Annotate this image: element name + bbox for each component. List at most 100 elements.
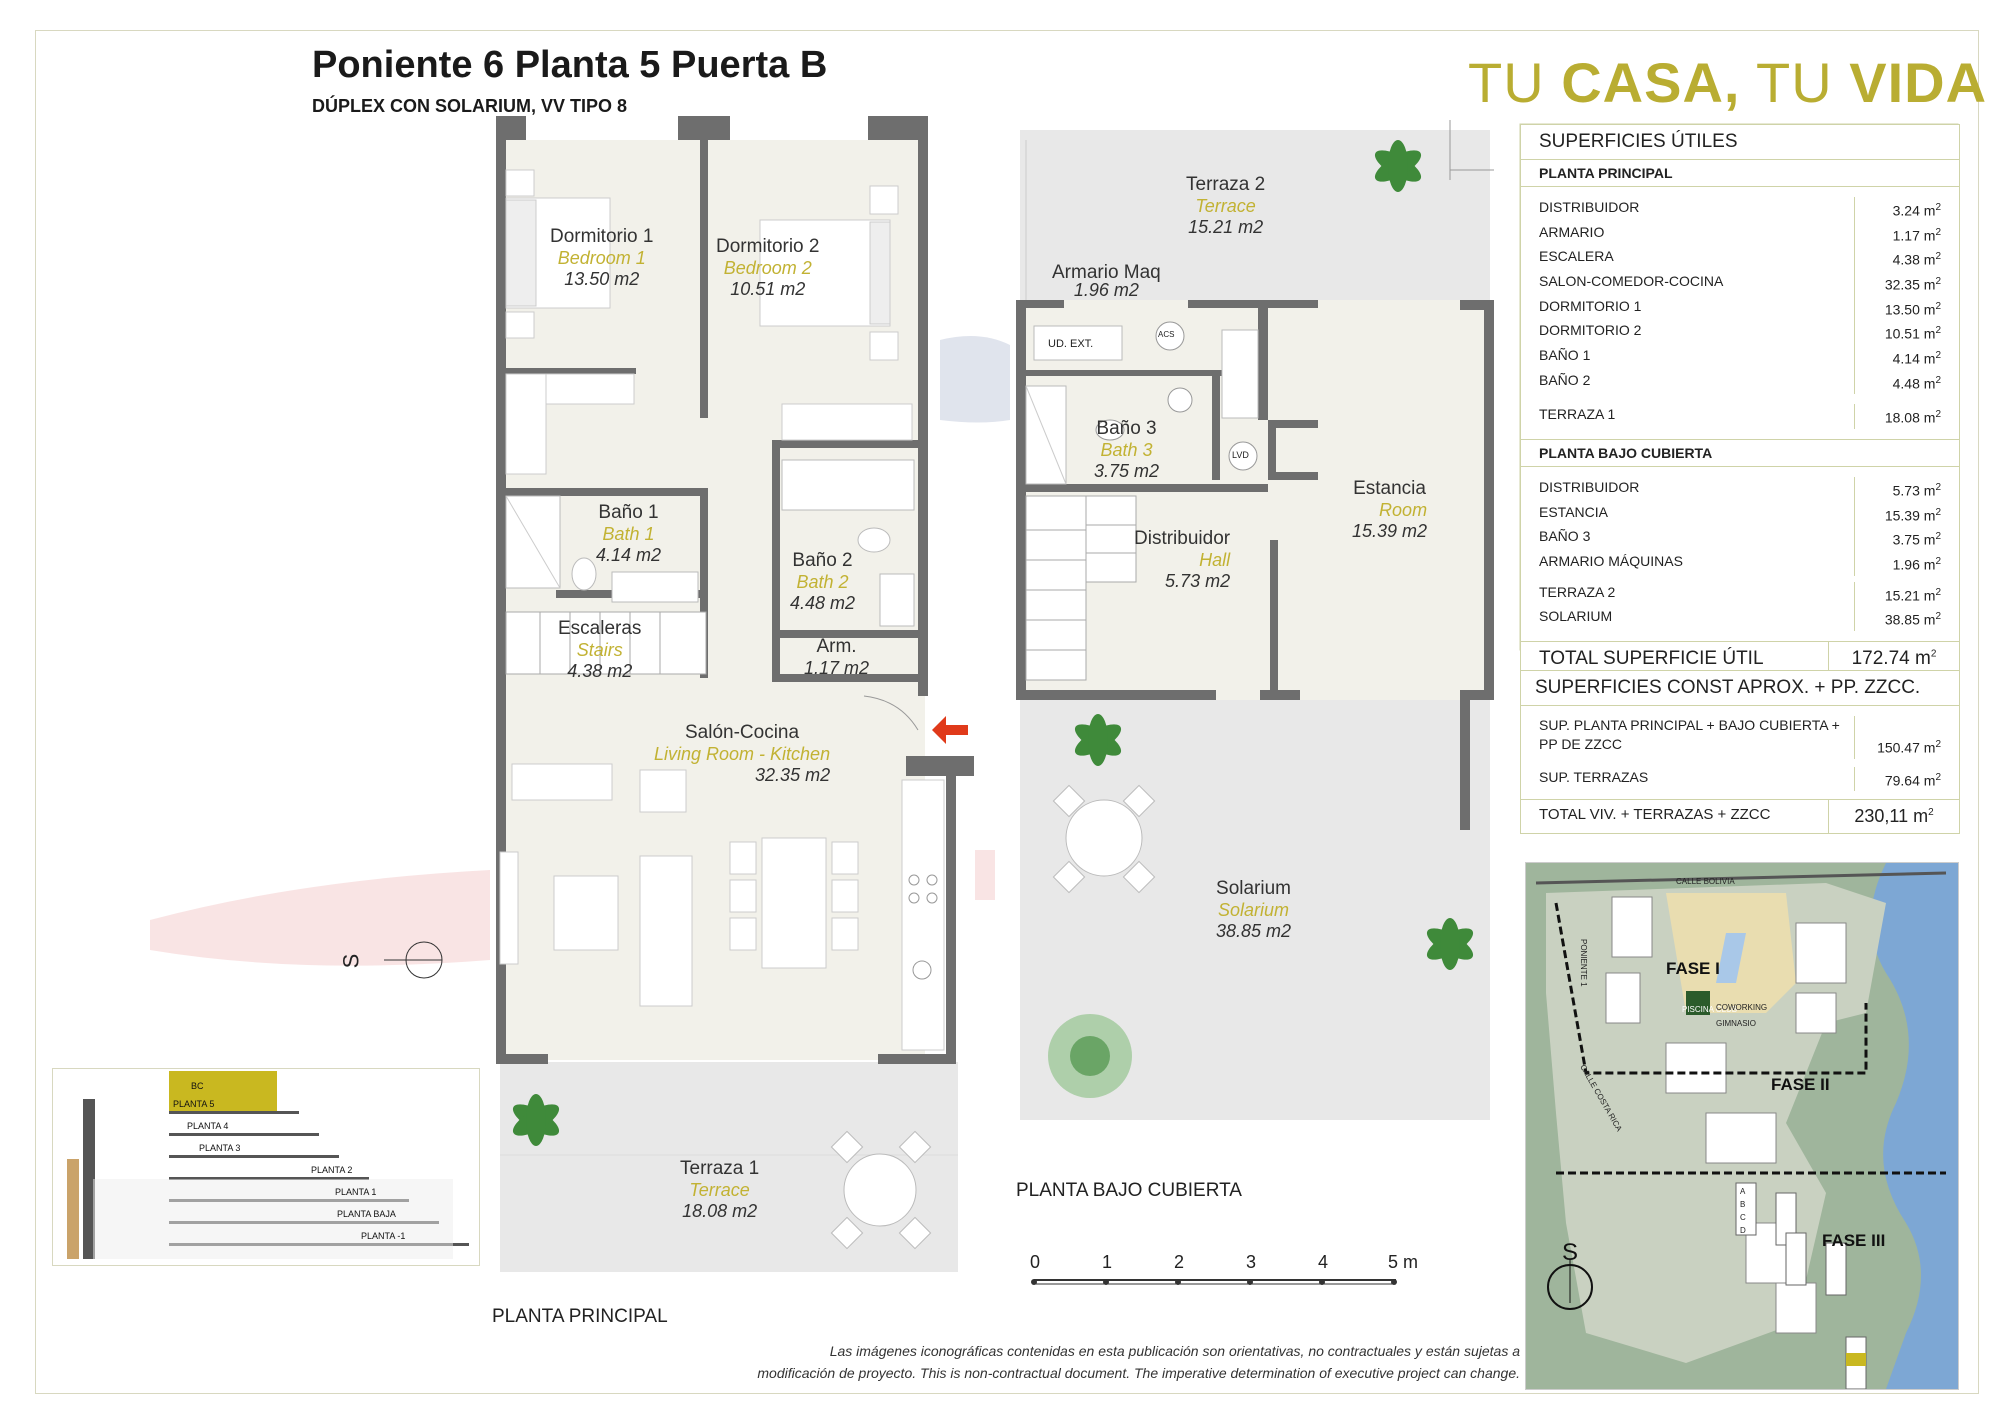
disclaimer: Las imágenes iconográficas contenidas en…: [757, 1343, 1520, 1381]
table-row: TERRAZA 1 18.08 m2: [1521, 404, 1959, 429]
map-coworking: COWORKING: [1716, 1003, 1768, 1012]
map-piscina: PISCINA CLUB: [1682, 1005, 1738, 1014]
page-frame: [35, 30, 1979, 1394]
utiles-total-value: 172.74 m2: [1828, 641, 1959, 676]
room-terraza-1: Terraza 1 Terrace 18.08 m2: [680, 1158, 760, 1221]
row-value: 10.51 m2: [1854, 320, 1959, 345]
superficies-utiles-table: SUPERFICIES ÚTILES PLANTA PRINCIPAL DIST…: [1520, 124, 1960, 677]
row-value: 3.24 m2: [1854, 197, 1959, 222]
row-label: ESCALERA: [1539, 248, 1614, 265]
map-block-b: B: [1740, 1200, 1746, 1209]
section-planta-baja: PLANTA BAJA: [337, 1209, 396, 1219]
row-label: DISTRIBUIDOR: [1539, 478, 1640, 495]
row-value: 3.75 m2: [1854, 526, 1959, 551]
acs-label: ACS: [1158, 330, 1175, 339]
row-value: 4.38 m2: [1854, 246, 1959, 271]
const-row-1: SUP. PLANTA PRINCIPAL + BAJO CUBIERTA + …: [1521, 706, 1959, 759]
section-planta-3: PLANTA 3: [199, 1143, 241, 1153]
row-label: SALON-COMEDOR-COCINA: [1539, 272, 1724, 289]
room-escaleras: Escaleras Stairs 4.38 m2: [558, 618, 642, 681]
row-label: DISTRIBUIDOR: [1539, 199, 1640, 215]
map-fase-1: FASE I: [1666, 959, 1720, 978]
table-row: SALON-COMEDOR-COCINA 32.35 m2: [1521, 270, 1959, 296]
superficies-const-table: SUPERFICIES CONST APROX. + PP. ZZCC. SUP…: [1520, 670, 1960, 835]
map-calle-bolivia: CALLE BOLIVIA: [1676, 877, 1735, 886]
compass-s-left: S: [338, 953, 364, 969]
room-armario: Arm. 1.17 m2: [804, 636, 870, 678]
scale-tick-4: 4: [1318, 1252, 1329, 1272]
section-planta-2: PLANTA 2: [311, 1165, 353, 1175]
section-planta-5: PLANTA 5: [173, 1099, 215, 1109]
row-label: TERRAZA 2: [1539, 583, 1616, 600]
table-row: ESTANCIA 15.39 m2: [1521, 501, 1959, 527]
utiles-title: SUPERFICIES ÚTILES: [1521, 125, 1959, 160]
const-total-row: TOTAL VIV. + TERRAZAS + ZZCC 230,11 m2: [1521, 799, 1959, 834]
row-value: 5.73 m2: [1854, 476, 1959, 502]
row-label: SOLARIUM: [1539, 608, 1613, 625]
utiles-total-row: TOTAL SUPERFICIE ÚTIL 172.74 m2: [1521, 640, 1959, 676]
room-solarium: Solarium Solarium 38.85 m2: [1216, 878, 1292, 941]
table-row: ARMARIO MÁQUINAS 1.96 m2: [1521, 550, 1959, 576]
table-row: DISTRIBUIDOR 3.24 m2: [1521, 197, 1959, 222]
room-estancia: Estancia Room 15.39 m2: [1352, 478, 1428, 541]
row-label: DORMITORIO 1: [1539, 297, 1642, 314]
room-distribuidor: Distribuidor Hall 5.73 m2: [1134, 528, 1231, 591]
table-row: ESCALERA 4.38 m2: [1521, 246, 1959, 271]
room-dormitorio-1: Dormitorio 1 Bedroom 1 13.50 m2: [550, 226, 654, 289]
row-value: 1.96 m2: [1854, 550, 1959, 576]
room-dormitorio-2: Dormitorio 2 Bedroom 2 10.51 m2: [716, 236, 820, 299]
row-label: BAÑO 3: [1539, 528, 1591, 545]
section-planta-4: PLANTA 4: [187, 1121, 229, 1131]
row-label: ESTANCIA: [1539, 503, 1608, 520]
map-fase-3: FASE III: [1822, 1231, 1886, 1250]
row-label: TERRAZA 1: [1539, 406, 1616, 423]
table-row: DORMITORIO 1 13.50 m2: [1521, 295, 1959, 321]
utiles-bajo-title: PLANTA BAJO CUBIERTA: [1521, 438, 1959, 467]
caption-planta-principal: PLANTA PRINCIPAL: [492, 1306, 668, 1327]
row-label: BAÑO 2: [1539, 371, 1591, 388]
row-value: 18.08 m2: [1854, 404, 1959, 429]
row-value: 32.35 m2: [1854, 270, 1959, 296]
row-label: DORMITORIO 2: [1539, 322, 1642, 339]
row-label: BAÑO 1: [1539, 346, 1591, 363]
building-section: BC PLANTA 5 PLANTA 4 PLANTA 3 PLANTA 2 P…: [52, 1068, 480, 1266]
room-armario-maq: Armario Maq 1.96 m2: [1052, 262, 1161, 300]
room-terraza-2: Terraza 2 Terrace 15.21 m2: [1186, 174, 1266, 237]
room-bano-1: Baño 1 Bath 1 4.14 m2: [596, 502, 662, 565]
row-value: 15.39 m2: [1854, 501, 1959, 527]
table-row: DISTRIBUIDOR 5.73 m2: [1521, 476, 1959, 502]
map-gimnasio: GIMNASIO: [1716, 1019, 1757, 1028]
row-value: 4.48 m2: [1854, 369, 1959, 395]
row-value: 15.21 m2: [1854, 581, 1959, 607]
utiles-principal-title: PLANTA PRINCIPAL: [1521, 160, 1959, 187]
row-value: 38.85 m2: [1854, 606, 1959, 631]
utiles-total-label: TOTAL SUPERFICIE ÚTIL: [1539, 647, 1764, 669]
scale-tick-2: 2: [1174, 1252, 1185, 1272]
section-bc: BC: [191, 1081, 204, 1091]
section-planta-1: PLANTA 1: [335, 1187, 377, 1197]
room-salon-cocina: Salón-Cocina Living Room - Kitchen 32.35…: [654, 722, 831, 785]
table-row: BAÑO 2 4.48 m2: [1521, 369, 1959, 395]
brand-slogan: TU CASA, TU VIDA: [1468, 51, 1988, 114]
map-block-a: A: [1740, 1187, 1746, 1196]
table-row: TERRAZA 2 15.21 m2: [1521, 581, 1959, 607]
table-row: BAÑO 3 3.75 m2: [1521, 526, 1959, 551]
map-block-c: C: [1740, 1213, 1746, 1222]
map-block-d: D: [1740, 1226, 1746, 1235]
map-poniente-1: PONIENTE 1: [1579, 939, 1588, 987]
row-label: ARMARIO MÁQUINAS: [1539, 552, 1683, 569]
ud-ext-label: UD. EXT.: [1048, 338, 1094, 350]
page-subtitle: DÚPLEX CON SOLARIUM, VV TIPO 8: [312, 96, 628, 116]
room-bano-2: Baño 2 Bath 2 4.48 m2: [790, 550, 856, 613]
lvd-label: LVD: [1232, 450, 1249, 460]
section-planta-menos-1: PLANTA -1: [361, 1231, 406, 1241]
site-map: CALLE BOLIVIA CALLE COSTA RICA PONIENTE …: [1525, 862, 1959, 1390]
row-label: ARMARIO: [1539, 223, 1605, 240]
table-row: SOLARIUM 38.85 m2: [1521, 606, 1959, 631]
scale-tick-0: 0: [1030, 1252, 1041, 1272]
map-fase-2: FASE II: [1771, 1075, 1830, 1094]
row-value: 13.50 m2: [1854, 295, 1959, 321]
